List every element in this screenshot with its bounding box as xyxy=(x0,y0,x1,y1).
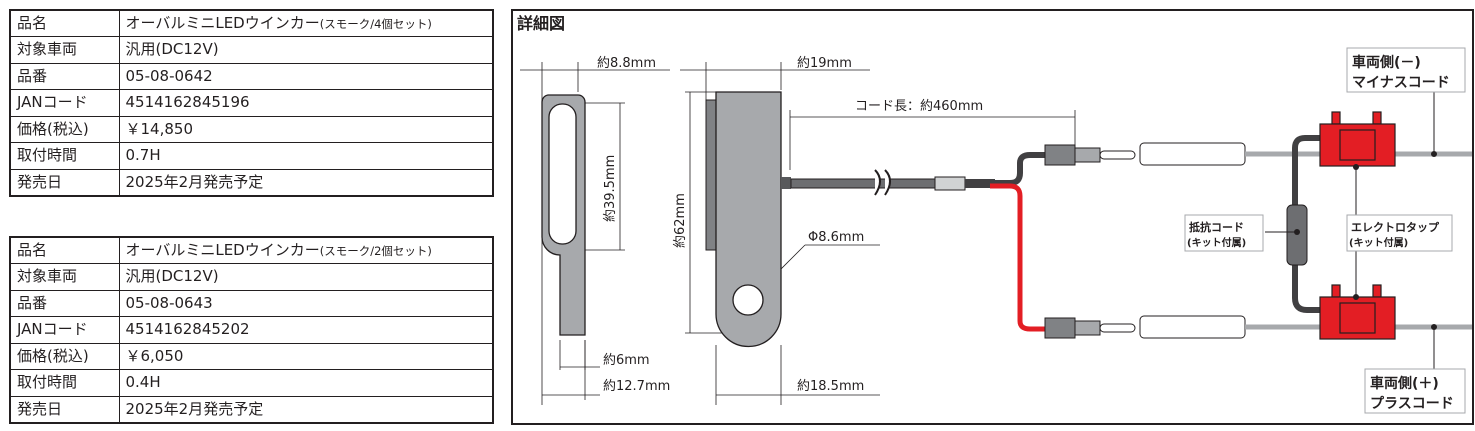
dim-hole: Φ8.6mm xyxy=(808,230,864,245)
spec-table-4pc: 品名オーバルミニLEDウインカー(スモーク/4個セット) 対象車両汎用(DC12… xyxy=(9,9,494,197)
dim-bottom-width: 約18.5mm xyxy=(797,379,864,394)
detail-diagram: 詳細図 約8.8mm 約39.5mm 約6mm 約12.7mm 約19mm 約6… xyxy=(517,14,1472,414)
minus-label-2: マイナスコード xyxy=(1352,75,1450,91)
dimension-lines xyxy=(520,62,1076,405)
product-note: (スモーク/2個セット) xyxy=(319,244,432,258)
row-value: 汎用(DC12V) xyxy=(118,36,494,64)
dim-lens-width: 約8.8mm xyxy=(597,56,656,71)
table-row: 対象車両汎用(DC12V) xyxy=(9,263,494,291)
table-row: 対象車両汎用(DC12V) xyxy=(9,36,494,64)
table-row: 品名オーバルミニLEDウインカー(スモーク/4個セット) xyxy=(9,9,494,37)
row-label: 品名 xyxy=(9,236,120,264)
row-value: 汎用(DC12V) xyxy=(118,263,494,291)
row-label: 発売日 xyxy=(9,168,120,196)
row-value: ￥6,050 xyxy=(118,342,494,370)
row-value: 2025年2月発売予定 xyxy=(118,395,494,423)
row-label: 品番 xyxy=(9,62,120,90)
resistor-label-1: 抵抗コード xyxy=(1189,220,1244,234)
row-value: 05-08-0642 xyxy=(118,62,494,90)
plus-label-2: プラスコード xyxy=(1370,396,1454,412)
dim-total-height: 約62mm xyxy=(673,193,688,248)
minus-label-1: 車両側(－) xyxy=(1352,54,1421,71)
dim-cord-length: コード長：約460mm xyxy=(855,99,983,114)
row-value: オーバルミニLEDウインカー(スモーク/4個セット) xyxy=(118,9,494,37)
mount-hole xyxy=(732,284,764,316)
row-label: 品名 xyxy=(9,9,120,37)
dim-total-width: 約12.7mm xyxy=(603,379,670,394)
row-label: 取付時間 xyxy=(9,142,120,170)
product-name: オーバルミニLEDウインカー xyxy=(125,241,320,259)
row-value: オーバルミニLEDウインカー(スモーク/2個セット) xyxy=(118,236,494,264)
table-row: 品名オーバルミニLEDウインカー(スモーク/2個セット) xyxy=(9,236,494,264)
winker-side-view xyxy=(715,91,782,348)
spec-table-2pc: 品名オーバルミニLEDウインカー(スモーク/2個セット) 対象車両汎用(DC12… xyxy=(9,236,494,424)
row-label: 対象車両 xyxy=(9,36,120,64)
dim-lens-height: 約39.5mm xyxy=(603,155,618,222)
row-label: 価格(税込) xyxy=(9,342,120,370)
row-label: JANコード xyxy=(9,89,120,117)
row-label: 品番 xyxy=(9,289,120,317)
tap-label-1: エレクトロタップ xyxy=(1351,220,1440,234)
tap-label-2: (キット付属) xyxy=(1349,236,1408,249)
row-value: 0.7H xyxy=(118,142,494,170)
row-label: 対象車両 xyxy=(9,263,120,291)
dim-depth: 約19mm xyxy=(797,56,852,71)
lens-edge xyxy=(705,99,717,251)
row-value: 0.4H xyxy=(118,369,494,397)
lens-slot xyxy=(548,103,577,245)
diagram-title: 詳細図 xyxy=(517,14,565,33)
electro-tap-icons xyxy=(1319,111,1396,340)
row-value: ￥14,850 xyxy=(118,115,494,143)
row-value: 4514162845196 xyxy=(118,89,494,117)
row-label: 価格(税込) xyxy=(9,115,120,143)
plus-label-1: 車両側(＋) xyxy=(1370,375,1439,392)
row-value: 2025年2月発売予定 xyxy=(118,168,494,196)
table-row: 価格(税込)￥14,850 xyxy=(9,115,494,143)
product-note: (スモーク/4個セット) xyxy=(319,17,432,31)
resistor-label-2: (キット付属) xyxy=(1187,236,1246,249)
row-label: 発売日 xyxy=(9,395,120,423)
dim-tab-width: 約6mm xyxy=(603,353,650,368)
detail-diagram-panel: 詳細図 約8.8mm 約39.5mm 約6mm 約12.7mm 約19mm 約6… xyxy=(511,9,1474,425)
row-value: 4514162845202 xyxy=(118,316,494,344)
row-label: JANコード xyxy=(9,316,120,344)
table-row: 価格(税込)￥6,050 xyxy=(9,342,494,370)
row-label: 取付時間 xyxy=(9,369,120,397)
product-name: オーバルミニLEDウインカー xyxy=(125,14,320,32)
row-value: 05-08-0643 xyxy=(118,289,494,317)
